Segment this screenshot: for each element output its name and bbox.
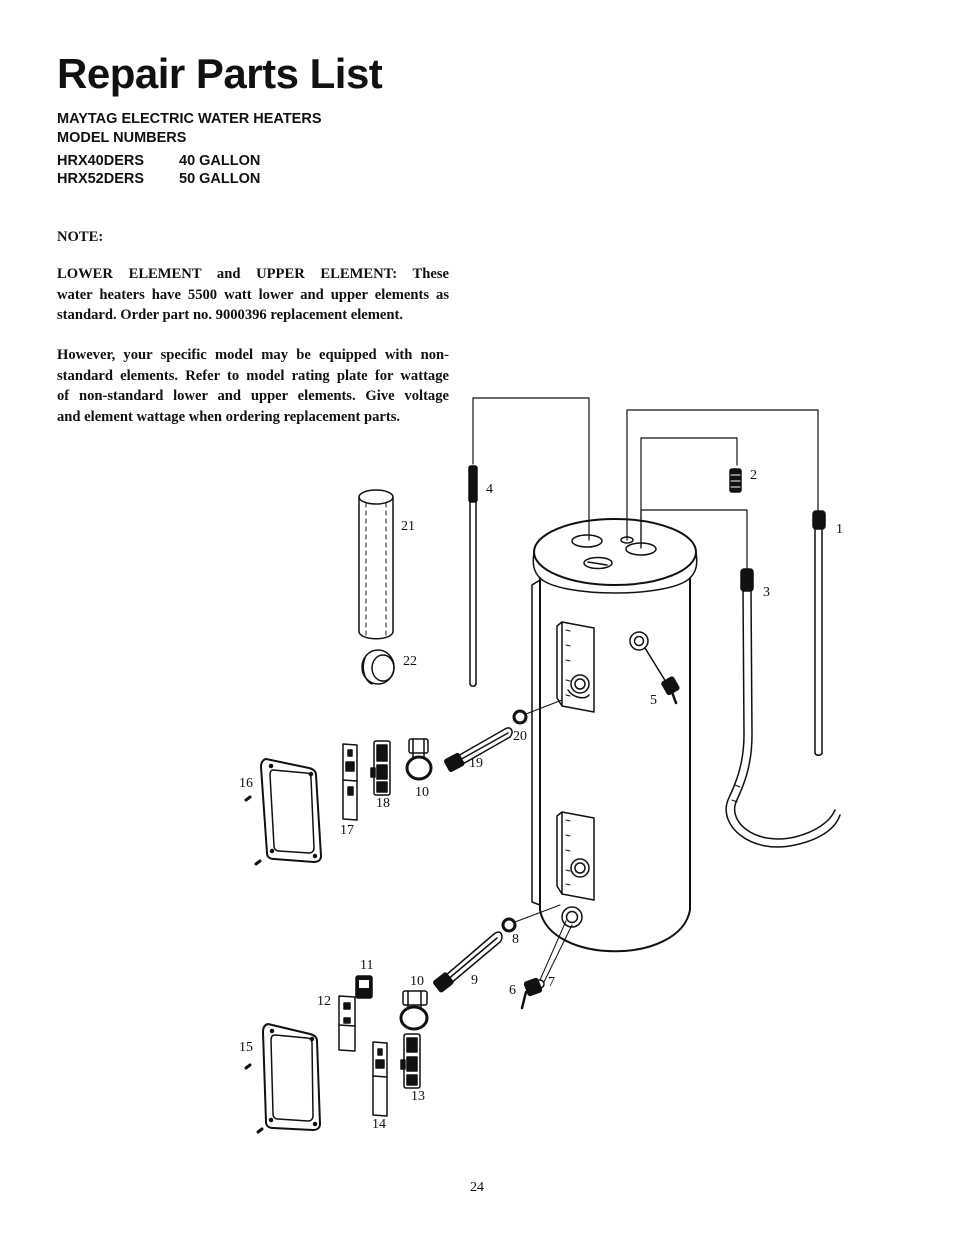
water-heater-tank	[531, 518, 698, 953]
dip-tube	[812, 510, 826, 756]
upper-element-gasket	[512, 709, 528, 725]
note-line: LOWER ELEMENT and UPPER ELEMENT: These	[57, 266, 449, 282]
note-paragraph-nonstandard-elements: However, your specific model may be equi…	[57, 345, 449, 427]
drain-valve-port	[561, 906, 583, 928]
lower-thermostat	[355, 975, 373, 999]
callout-19: 19	[469, 756, 483, 771]
lower-insulation-block	[372, 1041, 388, 1117]
lower-thermostat-bracket	[399, 990, 429, 1031]
note-paragraph-standard-elements: LOWER ELEMENT and UPPER ELEMENT: These w…	[57, 264, 449, 326]
note-line: standard. Order part no. 9000396 replace…	[57, 307, 404, 323]
callout-1: 1	[836, 522, 843, 537]
note-line: and element wattage when ordering replac…	[57, 408, 401, 425]
model-numbers-label: MODEL NUMBERS	[57, 130, 187, 146]
heat-trap-nipple	[729, 468, 742, 493]
callout-12: 12	[317, 994, 331, 1009]
callout-18: 18	[376, 796, 390, 811]
callout-13: 13	[411, 1089, 425, 1104]
callout-5: 5	[650, 693, 657, 708]
callout-20: 20	[513, 729, 527, 744]
drain-valve	[520, 920, 573, 1010]
upper-element-cover	[244, 758, 322, 866]
callout-21: 21	[401, 519, 415, 534]
temperature-pressure-relief-valve	[644, 647, 680, 705]
model-number: HRX40DERS	[57, 153, 145, 169]
page-number: 24	[470, 1180, 484, 1195]
upper-heating-element	[444, 727, 513, 772]
callout-2: 2	[750, 468, 757, 483]
note-line: of non-standard lower and upper elements…	[57, 388, 449, 404]
page-title: Repair Parts List	[57, 50, 383, 97]
bushing	[361, 649, 395, 685]
lower-heating-element	[433, 931, 503, 993]
callout-4: 4	[486, 482, 493, 497]
note-line: water heaters have 5500 watt lower and u…	[57, 286, 449, 303]
model-capacity: 50 GALLON	[179, 171, 261, 187]
flexible-tube	[725, 568, 841, 848]
upper-thermostat-block	[370, 740, 391, 796]
insulation-sleeve	[358, 489, 394, 640]
note-line: However, your specific model may be equi…	[57, 347, 449, 363]
note-line: standard elements. Refer to model rating…	[57, 367, 449, 384]
callout-15: 15	[239, 1040, 253, 1055]
callout-10-upper: 10	[415, 785, 429, 800]
callout-10-lower: 10	[410, 974, 424, 989]
callout-14: 14	[372, 1117, 386, 1132]
note-label: NOTE:	[57, 229, 104, 245]
anode-rod	[468, 465, 478, 687]
callout-9: 9	[471, 973, 478, 988]
relief-valve-port	[629, 631, 649, 651]
lower-thermostat-block	[400, 1033, 421, 1089]
lower-access-window	[556, 811, 595, 901]
callout-7: 7	[548, 975, 555, 990]
upper-insulation-pad	[342, 743, 358, 821]
model-number: HRX52DERS	[57, 171, 145, 187]
callout-8: 8	[512, 932, 519, 947]
upper-thermostat	[405, 738, 433, 781]
callout-22: 22	[403, 654, 417, 669]
lower-element-gasket	[501, 917, 517, 933]
lower-element-cover	[244, 1023, 321, 1134]
lower-insulation-pad	[338, 995, 356, 1052]
brand-line: MAYTAG ELECTRIC WATER HEATERS	[57, 111, 322, 127]
upper-access-window	[556, 621, 595, 713]
model-capacity: 40 GALLON	[179, 153, 261, 169]
callout-3: 3	[763, 585, 770, 600]
callout-11: 11	[360, 958, 374, 973]
callout-6: 6	[509, 983, 516, 998]
callout-16: 16	[239, 776, 253, 791]
callout-17: 17	[340, 823, 354, 838]
